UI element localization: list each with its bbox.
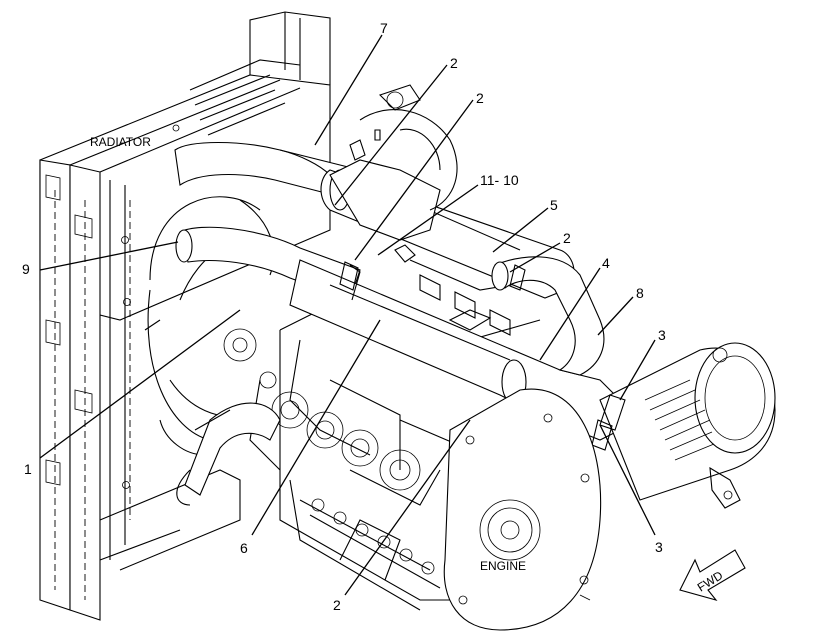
callout-9: 9 (22, 261, 30, 277)
turbocharger (329, 84, 458, 241)
engine-label: ENGINE (480, 559, 526, 573)
flywheel-housing (443, 388, 602, 631)
callouts: 7 2 2 11- 10 5 2 4 8 9 3 1 3 6 2 (22, 20, 666, 613)
callout-4: 4 (602, 255, 610, 271)
callout-6: 6 (240, 540, 248, 556)
fwd-arrow-icon (679, 549, 746, 601)
callout-2-second: 2 (476, 90, 484, 106)
callout-3-upper: 3 (658, 327, 666, 343)
callout-11-10: 11- 10 (480, 172, 519, 188)
callout-7: 7 (380, 20, 388, 36)
callout-2-lower: 2 (333, 597, 341, 613)
leader-lines (39, 34, 656, 596)
callout-5: 5 (550, 197, 558, 213)
callout-3-lower: 3 (655, 539, 663, 555)
radiator (39, 11, 331, 621)
callout-2-upper: 2 (450, 55, 458, 71)
callout-8: 8 (636, 285, 644, 301)
callout-2-third: 2 (563, 230, 571, 246)
air-cleaner (599, 342, 776, 509)
lower-water-hose (176, 402, 281, 506)
tube-7-crossover (491, 256, 605, 376)
radiator-label: RADIATOR (90, 135, 151, 149)
callout-1: 1 (24, 461, 32, 477)
clamps (339, 261, 626, 451)
